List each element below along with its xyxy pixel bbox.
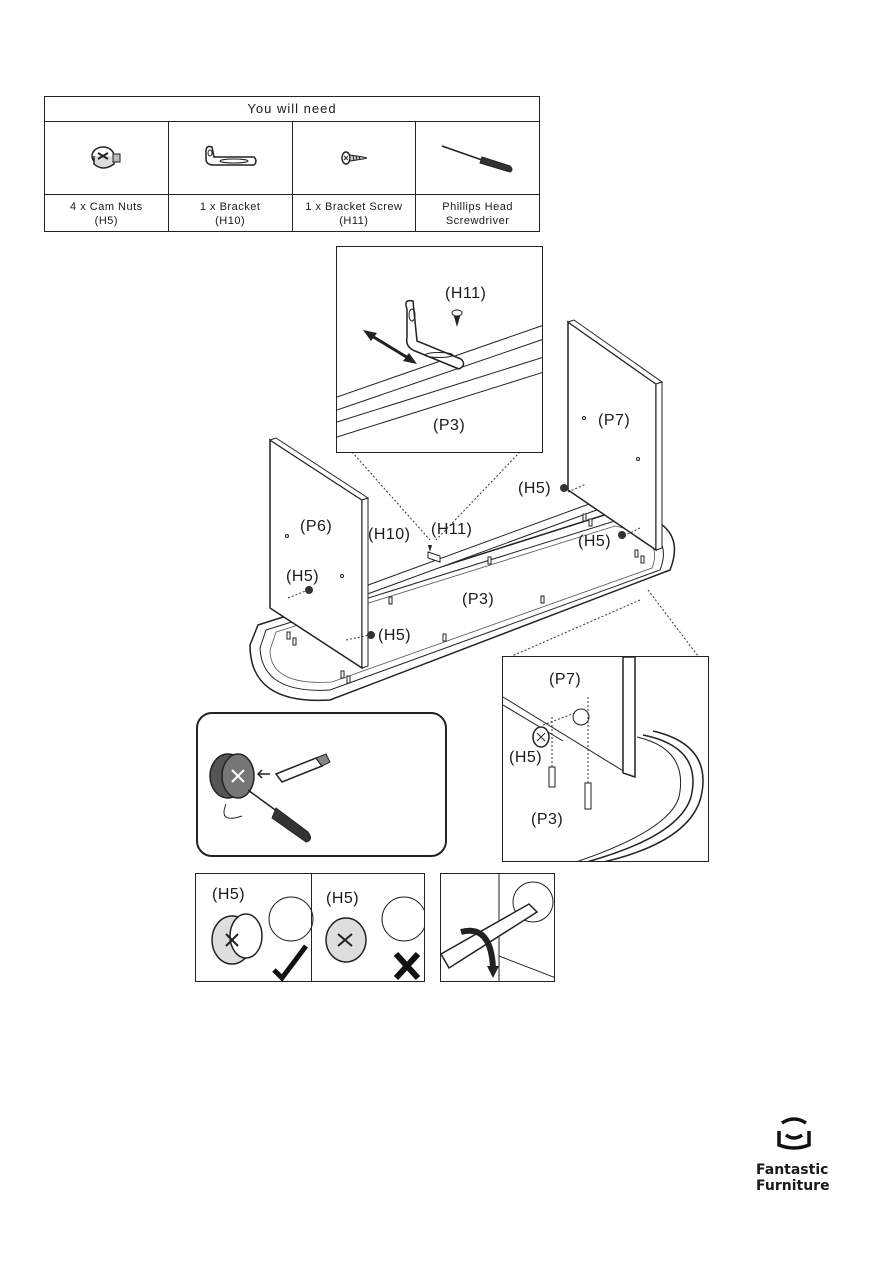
sofa-icon bbox=[777, 1117, 811, 1150]
label-h10: (H10) bbox=[368, 526, 411, 543]
label-p3: (P3) bbox=[462, 591, 495, 608]
part-qty: 1 x Bracket Screw bbox=[305, 200, 403, 213]
tighten-box bbox=[440, 873, 555, 982]
detail-camlock-box: (P7) (H5) (P3) bbox=[502, 656, 709, 862]
part-bracket: 1 x Bracket (H10) bbox=[168, 122, 293, 232]
label-h11: (H11) bbox=[431, 521, 473, 538]
cam-orientation-box: (H5) (H5) bbox=[195, 873, 425, 982]
label-h5: (H5) bbox=[518, 480, 552, 497]
part-qty: Phillips Head bbox=[442, 200, 513, 213]
label-h5: (H5) bbox=[509, 749, 543, 766]
part-qty: 4 x Cam Nuts bbox=[70, 200, 143, 213]
screw-icon bbox=[341, 151, 367, 165]
screwdriver-icon bbox=[441, 145, 513, 173]
bracket-detail-drawing bbox=[337, 299, 542, 438]
parts-table: You will need 4 x Cam Nuts (H5) bbox=[44, 96, 540, 232]
brand-name-line1: Fantastic bbox=[756, 1162, 829, 1178]
part-qty: 1 x Bracket bbox=[199, 200, 261, 213]
label-h5: (H5) bbox=[578, 533, 612, 550]
label-h5: (H5) bbox=[286, 568, 320, 585]
part-screwdriver: Phillips Head Screwdriver bbox=[416, 122, 539, 232]
label-h5: (H5) bbox=[378, 627, 412, 644]
part-screw: 1 x Bracket Screw (H11) bbox=[292, 122, 417, 232]
label-h5-incorrect: (H5) bbox=[326, 890, 360, 907]
label-p7: (P7) bbox=[549, 671, 582, 688]
part-code: (H11) bbox=[339, 214, 369, 227]
label-p3: (P3) bbox=[433, 417, 466, 434]
brand-logo: Fantastic Furniture bbox=[756, 1117, 846, 1197]
part-code: (H5) bbox=[94, 214, 119, 227]
label-p7: (P7) bbox=[598, 412, 631, 429]
detail-bracket-box: (H11) (P3) bbox=[336, 246, 543, 453]
cam-nut-install-box bbox=[196, 712, 447, 857]
cam-nut-icon bbox=[91, 146, 121, 169]
divider bbox=[311, 874, 312, 981]
part-code: (H10) bbox=[215, 214, 246, 227]
cam-nut-install-drawing bbox=[209, 753, 331, 843]
cam-orientation-drawing bbox=[211, 896, 424, 981]
label-h5-correct: (H5) bbox=[212, 886, 246, 903]
brand-name-line2: Furniture bbox=[756, 1178, 830, 1194]
camlock-detail-drawing bbox=[503, 657, 704, 861]
parts-row: 4 x Cam Nuts (H5) 1 x Bracket (H10) bbox=[45, 122, 539, 232]
tighten-drawing bbox=[441, 874, 554, 981]
parts-header: You will need bbox=[45, 97, 539, 122]
part-code: Screwdriver bbox=[445, 214, 510, 227]
label-p6: (P6) bbox=[300, 518, 333, 535]
label-p3: (P3) bbox=[531, 811, 564, 828]
label-h11: (H11) bbox=[445, 285, 487, 302]
part-cam-nut: 4 x Cam Nuts (H5) bbox=[45, 122, 169, 232]
bracket-icon bbox=[205, 145, 257, 166]
